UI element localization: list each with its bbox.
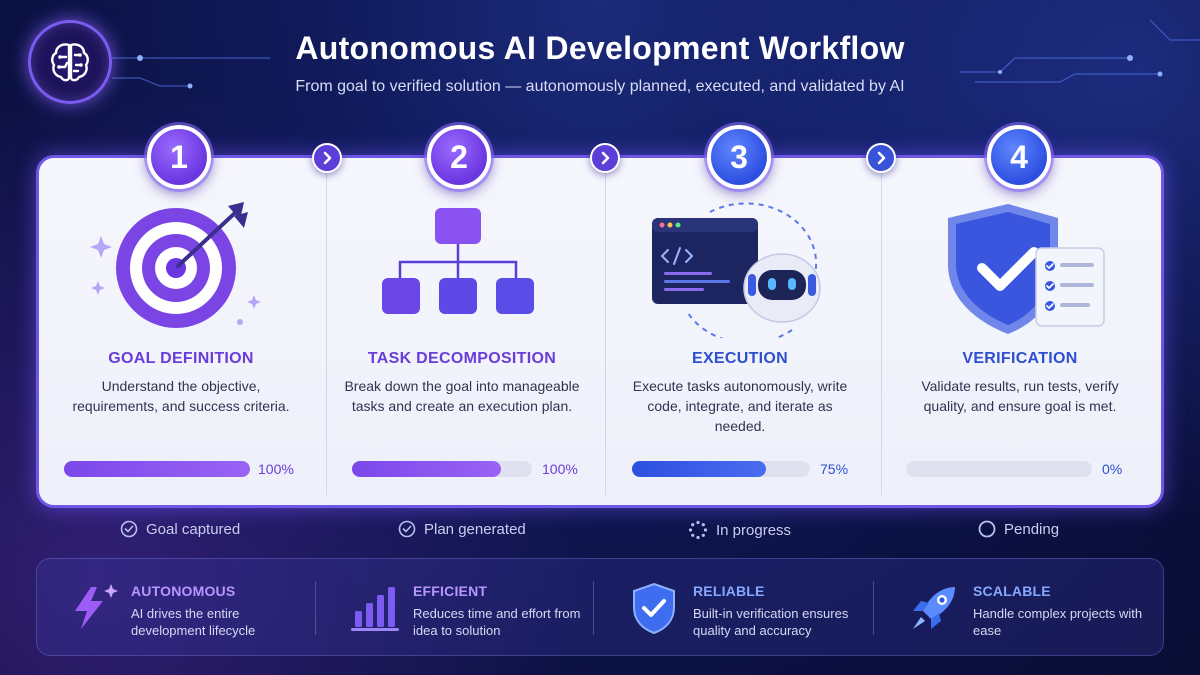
progress-bar — [906, 461, 1092, 477]
spinner-icon — [688, 520, 708, 540]
progress-percent: 100% — [542, 461, 578, 477]
step-badge-3: 3 — [707, 125, 771, 189]
progress-fill — [64, 461, 250, 477]
status-label: In progress — [716, 521, 792, 539]
feature-description: Handle complex projects with ease — [973, 606, 1143, 638]
status-label: Pending — [1004, 520, 1060, 538]
feature-separator — [873, 581, 874, 635]
stage-execution: EXECUTION Execute tasks autonomously, wr… — [602, 160, 878, 505]
feature-title: EFFICIENT — [413, 583, 488, 599]
feature-title: AUTONOMOUS — [131, 583, 236, 599]
progress-bar — [352, 461, 532, 477]
brain-icon — [51, 43, 89, 82]
shield-check-icon — [948, 204, 1105, 334]
feature-separator — [593, 581, 594, 635]
stage-divider — [605, 168, 606, 495]
step-badge-4: 4 — [987, 125, 1051, 189]
stage-description: Validate results, run tests, verify qual… — [921, 378, 1119, 414]
status-label: Plan generated — [424, 520, 526, 538]
progress-percent: 75% — [820, 461, 849, 477]
feature-separator — [315, 581, 316, 635]
stage-goal-definition: GOAL DEFINITION Understand the objective… — [40, 160, 322, 505]
status-in-progress: In progress — [688, 520, 791, 540]
feature-title: RELIABLE — [693, 583, 765, 599]
progress-bar — [632, 461, 810, 477]
step-badge-2: 2 — [427, 125, 491, 189]
rocket-icon — [913, 587, 955, 629]
feature-autonomous: AUTONOMOUS AI drives the entire developm… — [37, 559, 319, 657]
feature-reliable: RELIABLE Built-in verification ensures q… — [599, 559, 881, 657]
stage-title: EXECUTION — [691, 350, 789, 367]
target-icon — [90, 202, 261, 328]
progress-bar — [64, 461, 250, 477]
features-bar: AUTONOMOUS AI drives the entire developm… — [36, 558, 1164, 656]
stage-title: TASK DECOMPOSITION — [367, 350, 557, 367]
stage-task-decomposition: TASK DECOMPOSITION Break down the goal i… — [322, 160, 602, 505]
stage-title: GOAL DEFINITION — [108, 350, 254, 367]
status-plan-generated: Plan generated — [398, 520, 526, 538]
step-arrow-2 — [590, 143, 620, 173]
progress-fill — [352, 461, 502, 477]
feature-description: AI drives the entire development lifecyc… — [131, 606, 256, 638]
stage-description: Understand the objective, requirements, … — [72, 378, 290, 414]
progress-percent: 0% — [1102, 461, 1123, 477]
stage-title: VERIFICATION — [962, 350, 1078, 367]
check-circle-icon — [398, 520, 416, 538]
brain-logo — [28, 20, 112, 104]
feature-description: Reduces time and effort from idea to sol… — [413, 606, 581, 638]
shield-check-icon — [633, 582, 675, 635]
progress-fill — [632, 461, 766, 477]
chevron-right-icon — [877, 151, 886, 165]
page-title: Autonomous AI Development Workflow — [295, 30, 905, 66]
feature-efficient: EFFICIENT Reduces time and effort from i… — [319, 559, 601, 657]
feature-title: SCALABLE — [973, 583, 1051, 599]
circuit-lines-decoration — [112, 19, 1200, 89]
status-goal-captured: Goal captured — [120, 520, 240, 538]
bar-chart-icon — [351, 587, 399, 631]
lightning-icon — [75, 584, 118, 629]
chevron-right-icon — [601, 151, 610, 165]
status-pending: Pending — [978, 520, 1059, 538]
step-arrow-3 — [866, 143, 896, 173]
stage-divider — [881, 168, 882, 495]
stage-divider — [326, 168, 327, 495]
stage-description: Execute tasks autonomously, write code, … — [632, 378, 848, 434]
stage-verification: VERIFICATION Validate results, run tests… — [878, 160, 1162, 505]
page-subtitle: From goal to verified solution — autonom… — [295, 78, 905, 95]
step-badge-1: 1 — [147, 125, 211, 189]
check-circle-icon — [120, 520, 138, 538]
hierarchy-icon — [382, 208, 534, 314]
code-robot-icon — [652, 202, 821, 338]
step-arrow-1 — [312, 143, 342, 173]
feature-scalable: SCALABLE Handle complex projects with ea… — [879, 559, 1161, 657]
status-label: Goal captured — [146, 520, 241, 538]
feature-description: Built-in verification ensures quality an… — [693, 606, 849, 638]
stage-description: Break down the goal into manageable task… — [344, 378, 580, 414]
empty-circle-icon — [978, 520, 996, 538]
chevron-right-icon — [323, 151, 332, 165]
progress-percent: 100% — [258, 461, 294, 477]
